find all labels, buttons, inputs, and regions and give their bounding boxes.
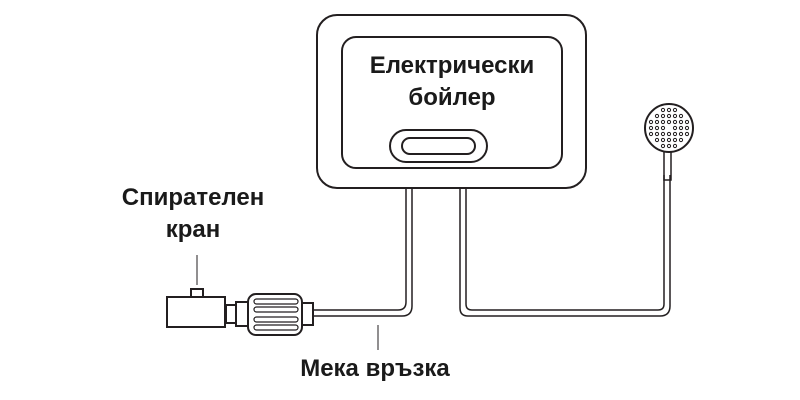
shower-hole — [678, 113, 684, 119]
left-hose — [313, 188, 413, 317]
boiler-label: Електрически бойлер — [342, 50, 562, 114]
shower-hole — [678, 125, 684, 131]
boiler-label-line1: Електрически — [369, 52, 535, 79]
shower-hole — [684, 125, 690, 131]
shower-hole — [672, 125, 678, 131]
shower-hole — [660, 119, 666, 125]
shower-hole — [684, 119, 690, 125]
shower-hole — [654, 137, 660, 143]
shower-hole — [660, 143, 666, 149]
shower-hole — [672, 137, 678, 143]
shower-hole — [660, 113, 666, 119]
shower-hole — [684, 131, 690, 137]
boiler-indicator — [389, 129, 488, 163]
hose-label: Мека връзка — [300, 355, 450, 382]
shower-hole — [678, 119, 684, 125]
shower-hole — [666, 137, 672, 143]
shower-hole — [666, 119, 672, 125]
shower-hole — [678, 137, 684, 143]
shower-hole — [660, 131, 666, 137]
boiler — [316, 14, 587, 189]
shower-hole — [672, 107, 678, 113]
shower-hole — [666, 107, 672, 113]
shower-hole — [654, 113, 660, 119]
valve-label-line2: кран — [165, 216, 221, 243]
valve-label: Спирателен кран — [113, 182, 273, 246]
shower-hole — [666, 143, 672, 149]
shower-hole — [666, 131, 672, 137]
shower-hole — [678, 131, 684, 137]
shower-hole — [672, 143, 678, 149]
shower-hole — [648, 125, 654, 131]
shower-hole — [654, 125, 660, 131]
right-hose — [459, 175, 671, 317]
shutoff-valve — [166, 288, 314, 336]
shower-hole — [648, 119, 654, 125]
shower-hole — [672, 131, 678, 137]
shower-hole — [672, 113, 678, 119]
shower-hole — [648, 131, 654, 137]
boiler-label-line2: бойлер — [408, 84, 496, 111]
valve-label-line1: Спирателен — [121, 184, 265, 211]
shower-hole — [654, 119, 660, 125]
shower-hole — [672, 119, 678, 125]
shower-hole — [660, 137, 666, 143]
shower-hole — [666, 113, 672, 119]
shower-hole — [660, 125, 666, 131]
shower-hole — [660, 107, 666, 113]
shower-hole — [654, 131, 660, 137]
shower-head — [644, 103, 694, 181]
